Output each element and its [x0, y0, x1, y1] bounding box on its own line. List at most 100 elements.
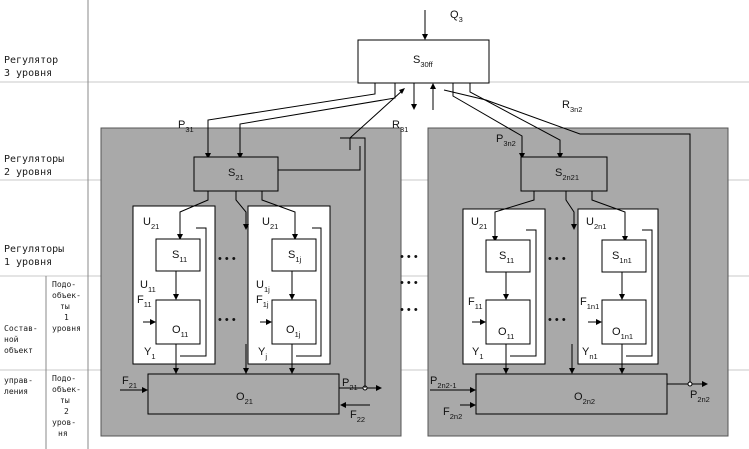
dotsr-to-o2n2-head — [569, 368, 575, 374]
object-o1j-label: O1j — [286, 324, 301, 339]
ellipsis-middle-2: • • • — [400, 277, 418, 289]
r3n2-label: R3n2 — [562, 99, 582, 114]
regulator-s2n21 — [520, 156, 608, 192]
link-s3-s2n-a — [452, 83, 523, 157]
p21-out-head — [376, 385, 382, 391]
p2n21-in-head — [470, 387, 476, 393]
compound-label-line3: объект — [4, 345, 33, 355]
f21-label: F21 — [122, 375, 137, 390]
regulator-s1n1 — [601, 239, 647, 273]
s11-o11-right-head — [503, 294, 509, 300]
loop-left-j — [296, 227, 322, 357]
f11-right-in-head — [480, 319, 486, 325]
link-s21-dots-head — [243, 224, 249, 230]
p2n2-node — [687, 381, 693, 387]
link-s3-s2n-a-head — [519, 153, 525, 159]
level2-label-line2: 2 уровня — [4, 167, 52, 178]
regulator-s21 — [193, 156, 279, 192]
level3-label-line2: 3 уровня — [4, 68, 52, 79]
ellipsis-middle-1: • • • — [400, 251, 418, 263]
yn1-label: Yn1 — [582, 346, 598, 361]
sub1-label: Подо- объек- ты 1 уровня — [52, 280, 81, 333]
o1j-to-o21-head — [289, 368, 295, 374]
s3-in-arrowhead — [430, 83, 436, 89]
o11-to-o21-head — [173, 368, 179, 374]
link-s2n-s1n1-head — [622, 236, 628, 242]
object-o11-left — [155, 299, 201, 345]
compound-label-line1: Состав- — [4, 324, 38, 333]
u21-label-a: U21 — [143, 216, 159, 231]
y1-label-b: Y1 — [472, 346, 484, 361]
regulator-s3 — [357, 39, 490, 84]
regulator-s21-label: S21 — [228, 167, 244, 182]
yj-label: Yj — [258, 346, 267, 361]
sub2-label-line2: объек- — [52, 384, 81, 394]
f1j-label: F1j — [256, 294, 269, 309]
level1-label-line2: 1 уровня — [4, 257, 52, 268]
sub2-label-line1: Подо- — [52, 374, 76, 383]
sub2-label-line3: ты — [60, 396, 70, 405]
u2n1-label: U2n1 — [586, 216, 606, 231]
link-s3-s21-b-head — [237, 153, 243, 159]
q3-label: Q3 — [450, 9, 463, 24]
sub2-label-line4: 2 — [64, 407, 69, 416]
control-label-line2: ления — [4, 387, 28, 396]
u21-label-c: U21 — [471, 216, 487, 231]
u1j-label: U1j — [256, 279, 270, 294]
link-r31-head — [399, 88, 405, 94]
sub1-label-line5: уровня — [52, 324, 81, 333]
regulator-s3-label: S30ff — [413, 54, 434, 69]
regulator-s11-left — [155, 238, 201, 272]
level1-label-line1: Регуляторы — [4, 244, 64, 255]
regulator-s1j — [271, 238, 317, 272]
object-o1n1 — [601, 299, 647, 345]
control-label-line1: управ- — [4, 376, 33, 385]
link-s21-up — [265, 146, 361, 171]
link-s21-dots — [235, 191, 247, 228]
loop-right-1 — [510, 229, 537, 357]
p31-label: P31 — [178, 119, 194, 134]
object-o11-right — [485, 299, 531, 345]
f11-label-b: F11 — [468, 296, 483, 311]
sub1-label-line3: ты — [60, 302, 70, 311]
level2-label-line1: Регуляторы — [4, 154, 64, 165]
level3-label-line1: Регулятор — [4, 55, 58, 66]
q3-arrowhead — [422, 34, 428, 40]
f1n1-label: F1n1 — [580, 296, 599, 311]
link-s21-s1j — [261, 191, 296, 238]
link-s2n-s1n1 — [591, 191, 626, 240]
f1n1-in-head — [596, 319, 602, 325]
f22-label: F22 — [350, 409, 365, 424]
p2n2-out-head — [702, 381, 708, 387]
sub1-label-line1: Подо- — [52, 280, 76, 289]
link-s3-s2n-b-head — [557, 153, 563, 159]
p21-feedback — [340, 137, 366, 388]
ellipsis-right-o: • • • — [548, 314, 566, 326]
f2n2-in-head — [470, 402, 476, 408]
regulator-s11-right-label: S11 — [499, 250, 514, 265]
ellipsis-right-s: • • • — [548, 253, 566, 265]
object-o11-right-label: O11 — [498, 326, 514, 341]
link-s3-s21-b — [239, 83, 396, 157]
s1n1-o1n1-head — [619, 294, 625, 300]
compound-label-line2: ной — [4, 335, 19, 344]
p21-label: P21 — [342, 377, 358, 392]
link-s3-s21-a-head — [205, 153, 211, 159]
f11-left-in-head — [150, 319, 156, 325]
loop-left-1 — [180, 227, 207, 357]
o11r-to-o2n2-head — [503, 368, 509, 374]
o1n1-to-o2n2-head — [619, 368, 625, 374]
ellipsis-left-s: • • • — [218, 253, 236, 265]
r31-label: R31 — [392, 119, 408, 134]
object-o21 — [147, 373, 340, 415]
f1j-in-head — [266, 319, 272, 325]
regulator-s1j-label: S1j — [288, 249, 302, 264]
ellipsis-left-o: • • • — [218, 314, 236, 326]
p3n2-label: P3n2 — [496, 133, 516, 148]
link-s2n-dots — [565, 191, 575, 228]
link-s2n-dots-head — [571, 224, 577, 230]
link-s2n-s11-head — [492, 236, 498, 242]
object-o2n2-label: O2n2 — [574, 391, 595, 406]
